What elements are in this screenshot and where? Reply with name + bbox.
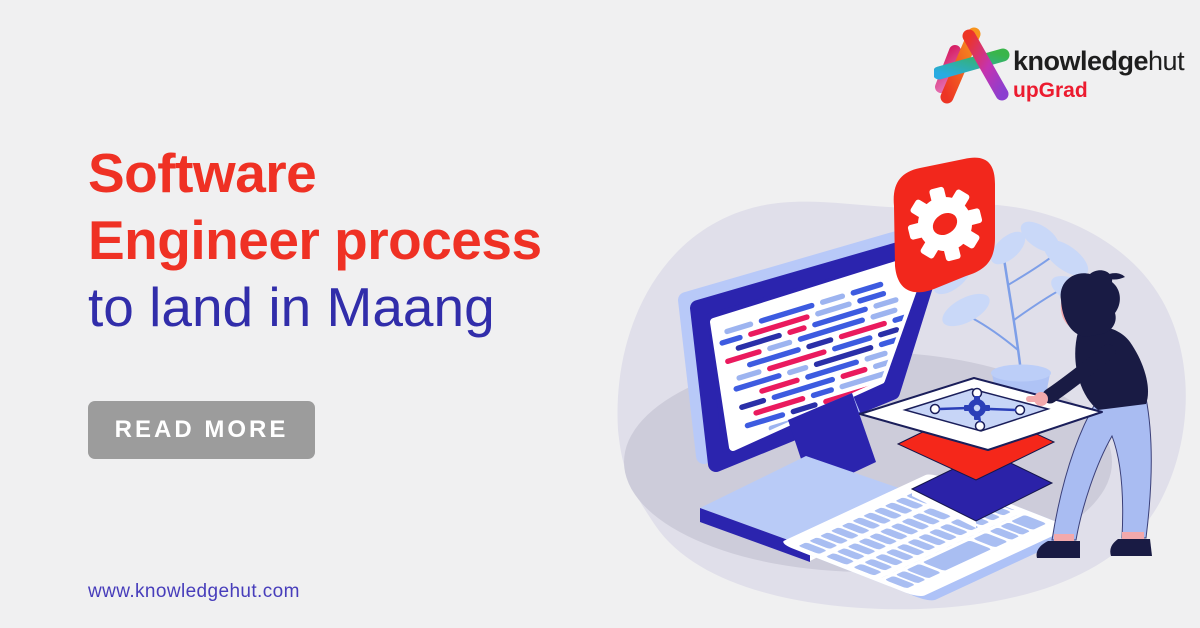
layer-stack [859, 377, 1103, 528]
website-url[interactable]: www.knowledgehut.com [88, 581, 300, 602]
headline-line-2: Engineer process [88, 209, 542, 271]
headline-line-3: to land in Maang [88, 276, 495, 338]
blueprint-gear-icon [964, 396, 990, 420]
person-arm [1026, 344, 1116, 406]
headline: Software Engineer process to land in Maa… [88, 140, 542, 341]
person [1036, 270, 1152, 558]
gear-badge [893, 157, 995, 293]
brand-subbrand: upGrad [1013, 79, 1088, 102]
person-shoe [1036, 541, 1080, 558]
brand-logo-icon [934, 27, 1010, 104]
brand-logo[interactable]: knowledgehut upGrad [934, 26, 1185, 112]
brand-name: knowledgehut [1013, 46, 1185, 76]
gear-icon [907, 186, 983, 262]
headline-line-1: Software [88, 142, 317, 204]
read-more-button[interactable]: READ MORE [88, 401, 315, 459]
person-torso [1075, 326, 1149, 410]
brand-logo-text: knowledgehut upGrad [1013, 26, 1185, 103]
person-hair [1060, 270, 1120, 337]
person-shoe [1110, 539, 1152, 556]
person-pants [1051, 397, 1152, 541]
